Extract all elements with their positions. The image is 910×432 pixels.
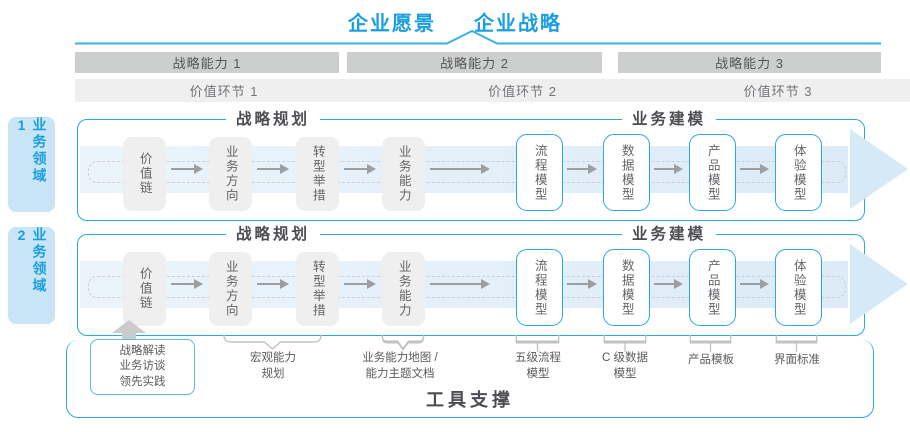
node-product-model: 产品模型 bbox=[689, 134, 736, 211]
business-domain-1-label: 业务领域 1 bbox=[8, 117, 55, 212]
flow-arrowhead-icon bbox=[850, 129, 908, 209]
flow-arrow-icon bbox=[654, 164, 683, 174]
practice-input-box: 战略解读 业务访谈 领先实践 bbox=[90, 339, 195, 395]
brace-connector-icon bbox=[515, 335, 560, 352]
note-macro-capability-planning: 宏观能力 规划 bbox=[250, 352, 296, 380]
strategy-title: 企业战略 bbox=[474, 13, 562, 35]
strategy-capability-1: 战略能力 1 bbox=[75, 52, 339, 73]
flow-arrow-icon bbox=[430, 279, 490, 289]
flow-arrow-icon bbox=[171, 279, 203, 289]
value-link-3: 价值环节 3 bbox=[612, 79, 910, 102]
flow-dashed-track bbox=[88, 276, 846, 298]
value-link-2: 价值环节 2 bbox=[355, 79, 690, 102]
node-business-direction: 业务方向 bbox=[209, 137, 252, 211]
flow-arrow-icon bbox=[740, 279, 769, 289]
flow-dashed-track bbox=[88, 161, 846, 183]
note-five-level-process-model: 五级流程 模型 bbox=[515, 352, 561, 380]
business-domain-2-flow: 战略规划 业务建模 价值链 业务方向 转型举措 业务能力 流程模型 数据模型 产… bbox=[77, 224, 908, 336]
flow-arrow-icon bbox=[344, 164, 376, 174]
flow-arrow-icon bbox=[740, 164, 769, 174]
node-process-model: 流程模型 bbox=[516, 134, 563, 211]
note-ui-standard: 界面标准 bbox=[774, 354, 820, 366]
note-product-template: 产品模板 bbox=[688, 354, 734, 366]
vision-pointer-icon bbox=[75, 30, 881, 45]
node-value-chain: 价值链 bbox=[123, 137, 166, 211]
flow-arrow-icon bbox=[171, 164, 203, 174]
value-link-1: 价值环节 1 bbox=[75, 79, 403, 102]
node-business-capability: 业务能力 bbox=[382, 137, 425, 211]
value-link-band: 价值环节 1 价值环节 2 价值环节 3 bbox=[75, 79, 884, 102]
brace-connector-icon bbox=[689, 335, 732, 352]
node-transformation-initiatives: 转型举措 bbox=[296, 252, 339, 326]
node-product-model: 产品模型 bbox=[689, 249, 736, 326]
section-header-planning: 战略规划 bbox=[225, 109, 321, 130]
node-experience-model: 体验模型 bbox=[775, 249, 822, 326]
node-business-capability: 业务能力 bbox=[382, 252, 425, 326]
section-header-planning: 战略规划 bbox=[225, 224, 321, 245]
tool-support-container: 工具支撑 bbox=[66, 340, 874, 418]
strategy-capability-3: 战略能力 3 bbox=[618, 52, 881, 73]
flow-arrow-icon bbox=[567, 164, 597, 174]
node-data-model: 数据模型 bbox=[603, 134, 650, 211]
note-c-level-data-model: C 级数据 模型 bbox=[602, 352, 648, 380]
vision-title: 企业愿景 bbox=[348, 13, 436, 35]
node-experience-model: 体验模型 bbox=[775, 134, 822, 211]
business-domain-1-flow: 战略规划 业务建模 价值链 业务方向 转型举措 业务能力 流程模型 数据模型 产… bbox=[77, 109, 908, 221]
node-data-model: 数据模型 bbox=[603, 249, 650, 326]
strategy-capability-2: 战略能力 2 bbox=[347, 52, 602, 73]
flow-arrowhead-icon bbox=[850, 244, 908, 324]
business-domain-2-label: 业务领域 2 bbox=[8, 227, 55, 324]
node-value-chain: 价值链 bbox=[123, 252, 166, 326]
section-header-modeling: 业务建模 bbox=[621, 109, 717, 130]
top-titles: 企业愿景 企业战略 bbox=[0, 7, 910, 36]
flow-arrow-icon bbox=[257, 164, 289, 174]
brace-connector-icon bbox=[381, 335, 425, 351]
section-header-modeling: 业务建模 bbox=[621, 224, 717, 245]
flow-arrow-icon bbox=[567, 279, 597, 289]
flow-arrow-icon bbox=[257, 279, 289, 289]
flow-arrow-icon bbox=[430, 164, 490, 174]
note-capability-map-docs: 业务能力地图 / 能力主题文档 bbox=[362, 352, 438, 380]
brace-connector-icon bbox=[603, 335, 647, 352]
flow-arrow-icon bbox=[654, 279, 683, 289]
node-process-model: 流程模型 bbox=[516, 249, 563, 326]
up-arrow-icon bbox=[112, 320, 146, 340]
tool-support-title: 工具支撑 bbox=[426, 390, 514, 410]
brace-connector-icon bbox=[775, 335, 818, 352]
node-transformation-initiatives: 转型举措 bbox=[296, 137, 339, 211]
strategy-capability-band: 战略能力 1 战略能力 2 战略能力 3 bbox=[75, 52, 881, 73]
node-business-direction: 业务方向 bbox=[209, 252, 252, 326]
brace-connector-icon bbox=[223, 335, 322, 350]
flow-arrow-icon bbox=[344, 279, 376, 289]
